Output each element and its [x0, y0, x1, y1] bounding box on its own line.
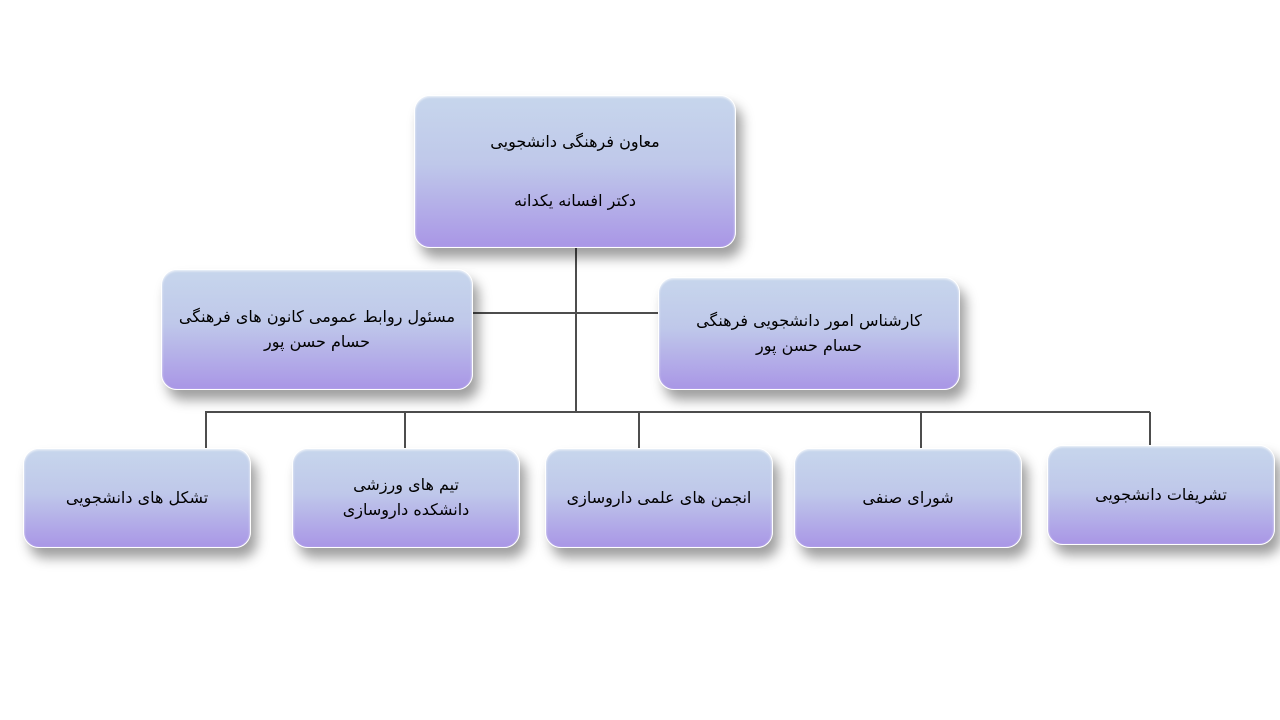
node-title: مسئول روابط عمومی کانون های فرهنگی [178, 306, 456, 326]
node-title: کارشناس امور دانشجویی فرهنگی [696, 310, 922, 330]
node-title: تشکل های دانشجویی [65, 487, 209, 507]
node-scientific-associations: انجمن های علمی داروسازی [545, 448, 773, 548]
node-cultural-deputy: معاون فرهنگی دانشجویی دکتر افسانه یکدانه [414, 95, 736, 248]
node-person: حسام حسن پور [756, 335, 862, 355]
node-title: انجمن های علمی داروسازی [566, 487, 752, 507]
node-sports-teams: تیم های ورزشی دانشکده داروسازی [292, 448, 520, 548]
node-student-affairs-expert: کارشناس امور دانشجویی فرهنگی حسام حسن پو… [658, 277, 960, 390]
node-student-organizations: تشکل های دانشجویی [23, 448, 251, 548]
node-student-ceremonies: تشریفات دانشجویی [1047, 445, 1275, 545]
node-title: تیم های ورزشی [353, 475, 459, 495]
node-person: دکتر افسانه یکدانه [514, 190, 637, 210]
node-guild-council: شورای صنفی [794, 448, 1022, 548]
node-title: معاون فرهنگی دانشجویی [490, 131, 660, 151]
node-public-relations: مسئول روابط عمومی کانون های فرهنگی حسام … [161, 269, 473, 390]
node-person: حسام حسن پور [264, 331, 370, 351]
node-title: شورای صنفی [862, 487, 954, 507]
node-title: تشریفات دانشجویی [1095, 484, 1227, 504]
node-subtitle: دانشکده داروسازی [342, 500, 470, 519]
